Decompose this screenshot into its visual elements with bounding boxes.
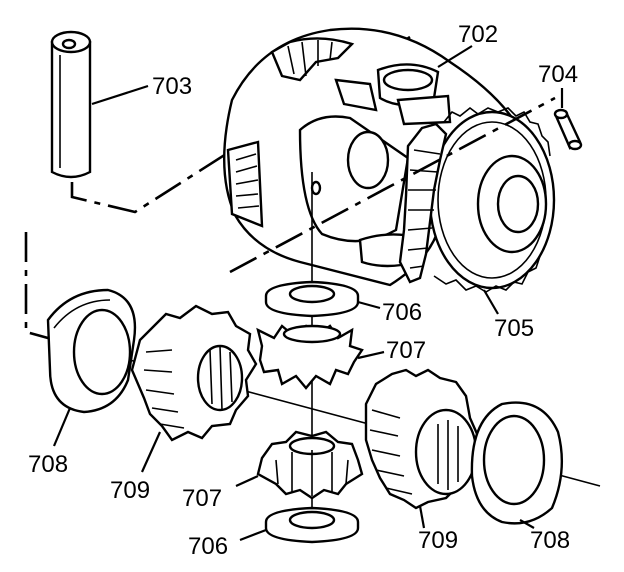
leader-707-upper: [357, 350, 385, 360]
callout-702: 702: [458, 21, 498, 48]
leader-707-lower: [235, 474, 259, 488]
callout-703: 703: [152, 73, 192, 100]
leader-706-upper: [357, 300, 381, 310]
thrust-washer-706-lower: [264, 506, 360, 544]
callout-704: 704: [538, 61, 578, 88]
shaft-axis-line: [70, 35, 411, 214]
callout-707-upper: 707: [386, 337, 426, 364]
leader-708-right: [519, 519, 535, 529]
callout-705: 705: [494, 315, 534, 342]
leader-709-right: [418, 505, 426, 529]
side-gear-709-left: [130, 304, 258, 442]
callout-708-left: 708: [28, 451, 68, 478]
callout-707-lower: 707: [182, 485, 222, 512]
thrust-washer-708-left: [46, 288, 137, 414]
callout-706-lower: 706: [188, 533, 228, 560]
leader-709-left: [140, 431, 162, 473]
side-gear-709-right: [364, 368, 480, 510]
differential-case-702: [222, 27, 522, 287]
thrust-washer-706-upper: [264, 280, 360, 318]
upper-axis-line: [229, 96, 556, 274]
thrust-washer-708-right: [470, 401, 563, 525]
bolt-704: [553, 108, 583, 151]
leader-703: [91, 84, 149, 106]
callout-708-right: 708: [530, 527, 570, 554]
pinion-gear-707-upper: [256, 324, 364, 390]
leader-706-lower: [239, 528, 267, 542]
leader-702: [437, 45, 473, 68]
callout-709-right: 709: [418, 527, 458, 554]
pinion-gear-707-lower: [256, 430, 364, 500]
ring-gear-705: [398, 106, 556, 293]
pinion-shaft-703: [50, 30, 92, 179]
leader-708-left: [52, 407, 72, 447]
leader-705: [483, 289, 499, 315]
callout-706-upper: 706: [382, 299, 422, 326]
callout-709-left: 709: [110, 477, 150, 504]
